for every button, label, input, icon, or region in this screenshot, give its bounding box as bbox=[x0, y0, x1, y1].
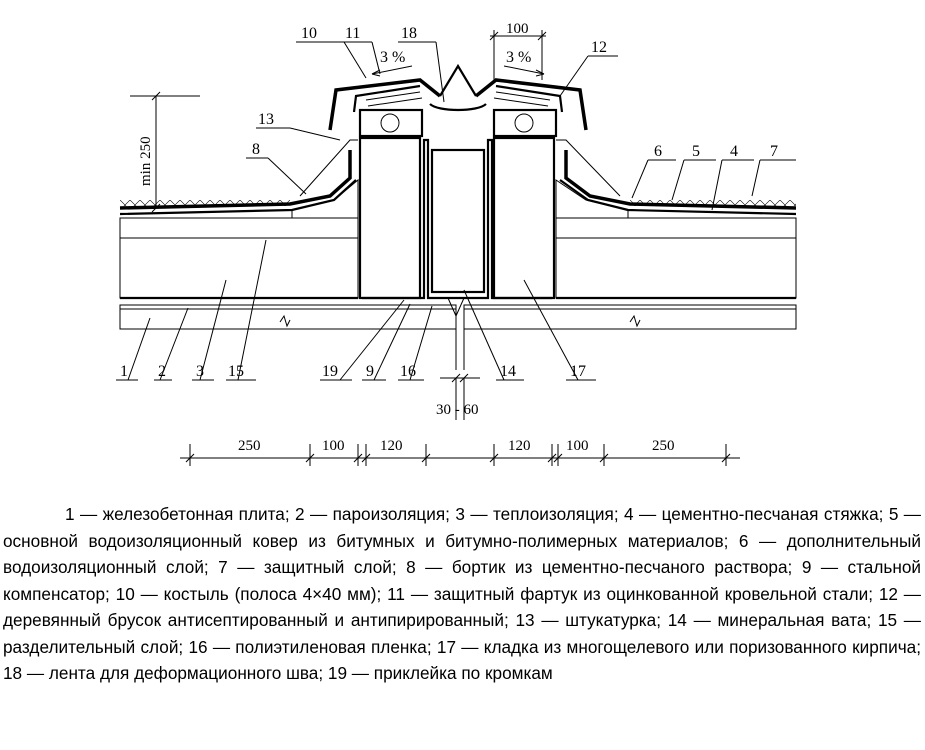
steel-compensator bbox=[362, 138, 552, 370]
dimension-lines bbox=[130, 30, 740, 466]
label-2: 2 bbox=[158, 363, 166, 380]
cement-sand-screed bbox=[119, 217, 797, 239]
label-1: 1 bbox=[120, 363, 128, 380]
label-16: 16 bbox=[400, 363, 416, 380]
callout-labels: 10 11 18 12 13 8 6 5 4 7 1 2 3 15 19 9 1… bbox=[120, 25, 778, 380]
dim-br-250: 250 bbox=[652, 438, 675, 454]
label-18: 18 bbox=[401, 25, 417, 42]
label-9: 9 bbox=[366, 363, 374, 380]
dim-bl-120: 120 bbox=[380, 438, 403, 454]
dimension-texts: 3 % 3 % 100 min 250 30 - 60 250 100 120 … bbox=[138, 21, 675, 454]
label-4: 4 bbox=[730, 143, 738, 160]
label-6: 6 bbox=[654, 143, 662, 160]
timber-blocks bbox=[358, 108, 558, 138]
mortar-fillet bbox=[291, 139, 629, 219]
label-5: 5 bbox=[692, 143, 700, 160]
label-3: 3 bbox=[196, 363, 204, 380]
slope-right: 3 % bbox=[506, 49, 531, 66]
label-7: 7 bbox=[770, 143, 778, 160]
leader-lines bbox=[116, 41, 796, 381]
mineral-wool bbox=[430, 148, 486, 294]
dim-br-100: 100 bbox=[566, 438, 589, 454]
label-13: 13 bbox=[258, 111, 274, 128]
legend-caption: 1 — железобетонная плита; 2 — пароизоляц… bbox=[3, 504, 921, 683]
dim-min-250: min 250 bbox=[138, 136, 154, 186]
thermal-insulation bbox=[119, 237, 797, 300]
label-19: 19 bbox=[322, 363, 338, 380]
label-12: 12 bbox=[591, 39, 607, 56]
brick-masonry-walls bbox=[358, 136, 556, 300]
roof-expansion-joint-drawing: 10 11 18 12 13 8 6 5 4 7 1 2 3 15 19 9 1… bbox=[116, 21, 797, 466]
label-17: 17 bbox=[570, 363, 586, 380]
label-8: 8 bbox=[252, 141, 260, 158]
slope-left: 3 % bbox=[380, 49, 405, 66]
dim-bl-250: 250 bbox=[238, 438, 261, 454]
dim-br-120: 120 bbox=[508, 438, 531, 454]
label-11: 11 bbox=[345, 25, 360, 42]
reinforced-concrete-slab bbox=[119, 304, 797, 330]
galvanized-apron bbox=[328, 63, 588, 131]
dim-gap: 30 - 60 bbox=[436, 402, 479, 418]
dim-top-100: 100 bbox=[506, 21, 529, 37]
label-14: 14 bbox=[500, 363, 516, 380]
label-15: 15 bbox=[228, 363, 244, 380]
dim-bl-100: 100 bbox=[322, 438, 345, 454]
label-10: 10 bbox=[301, 25, 317, 42]
